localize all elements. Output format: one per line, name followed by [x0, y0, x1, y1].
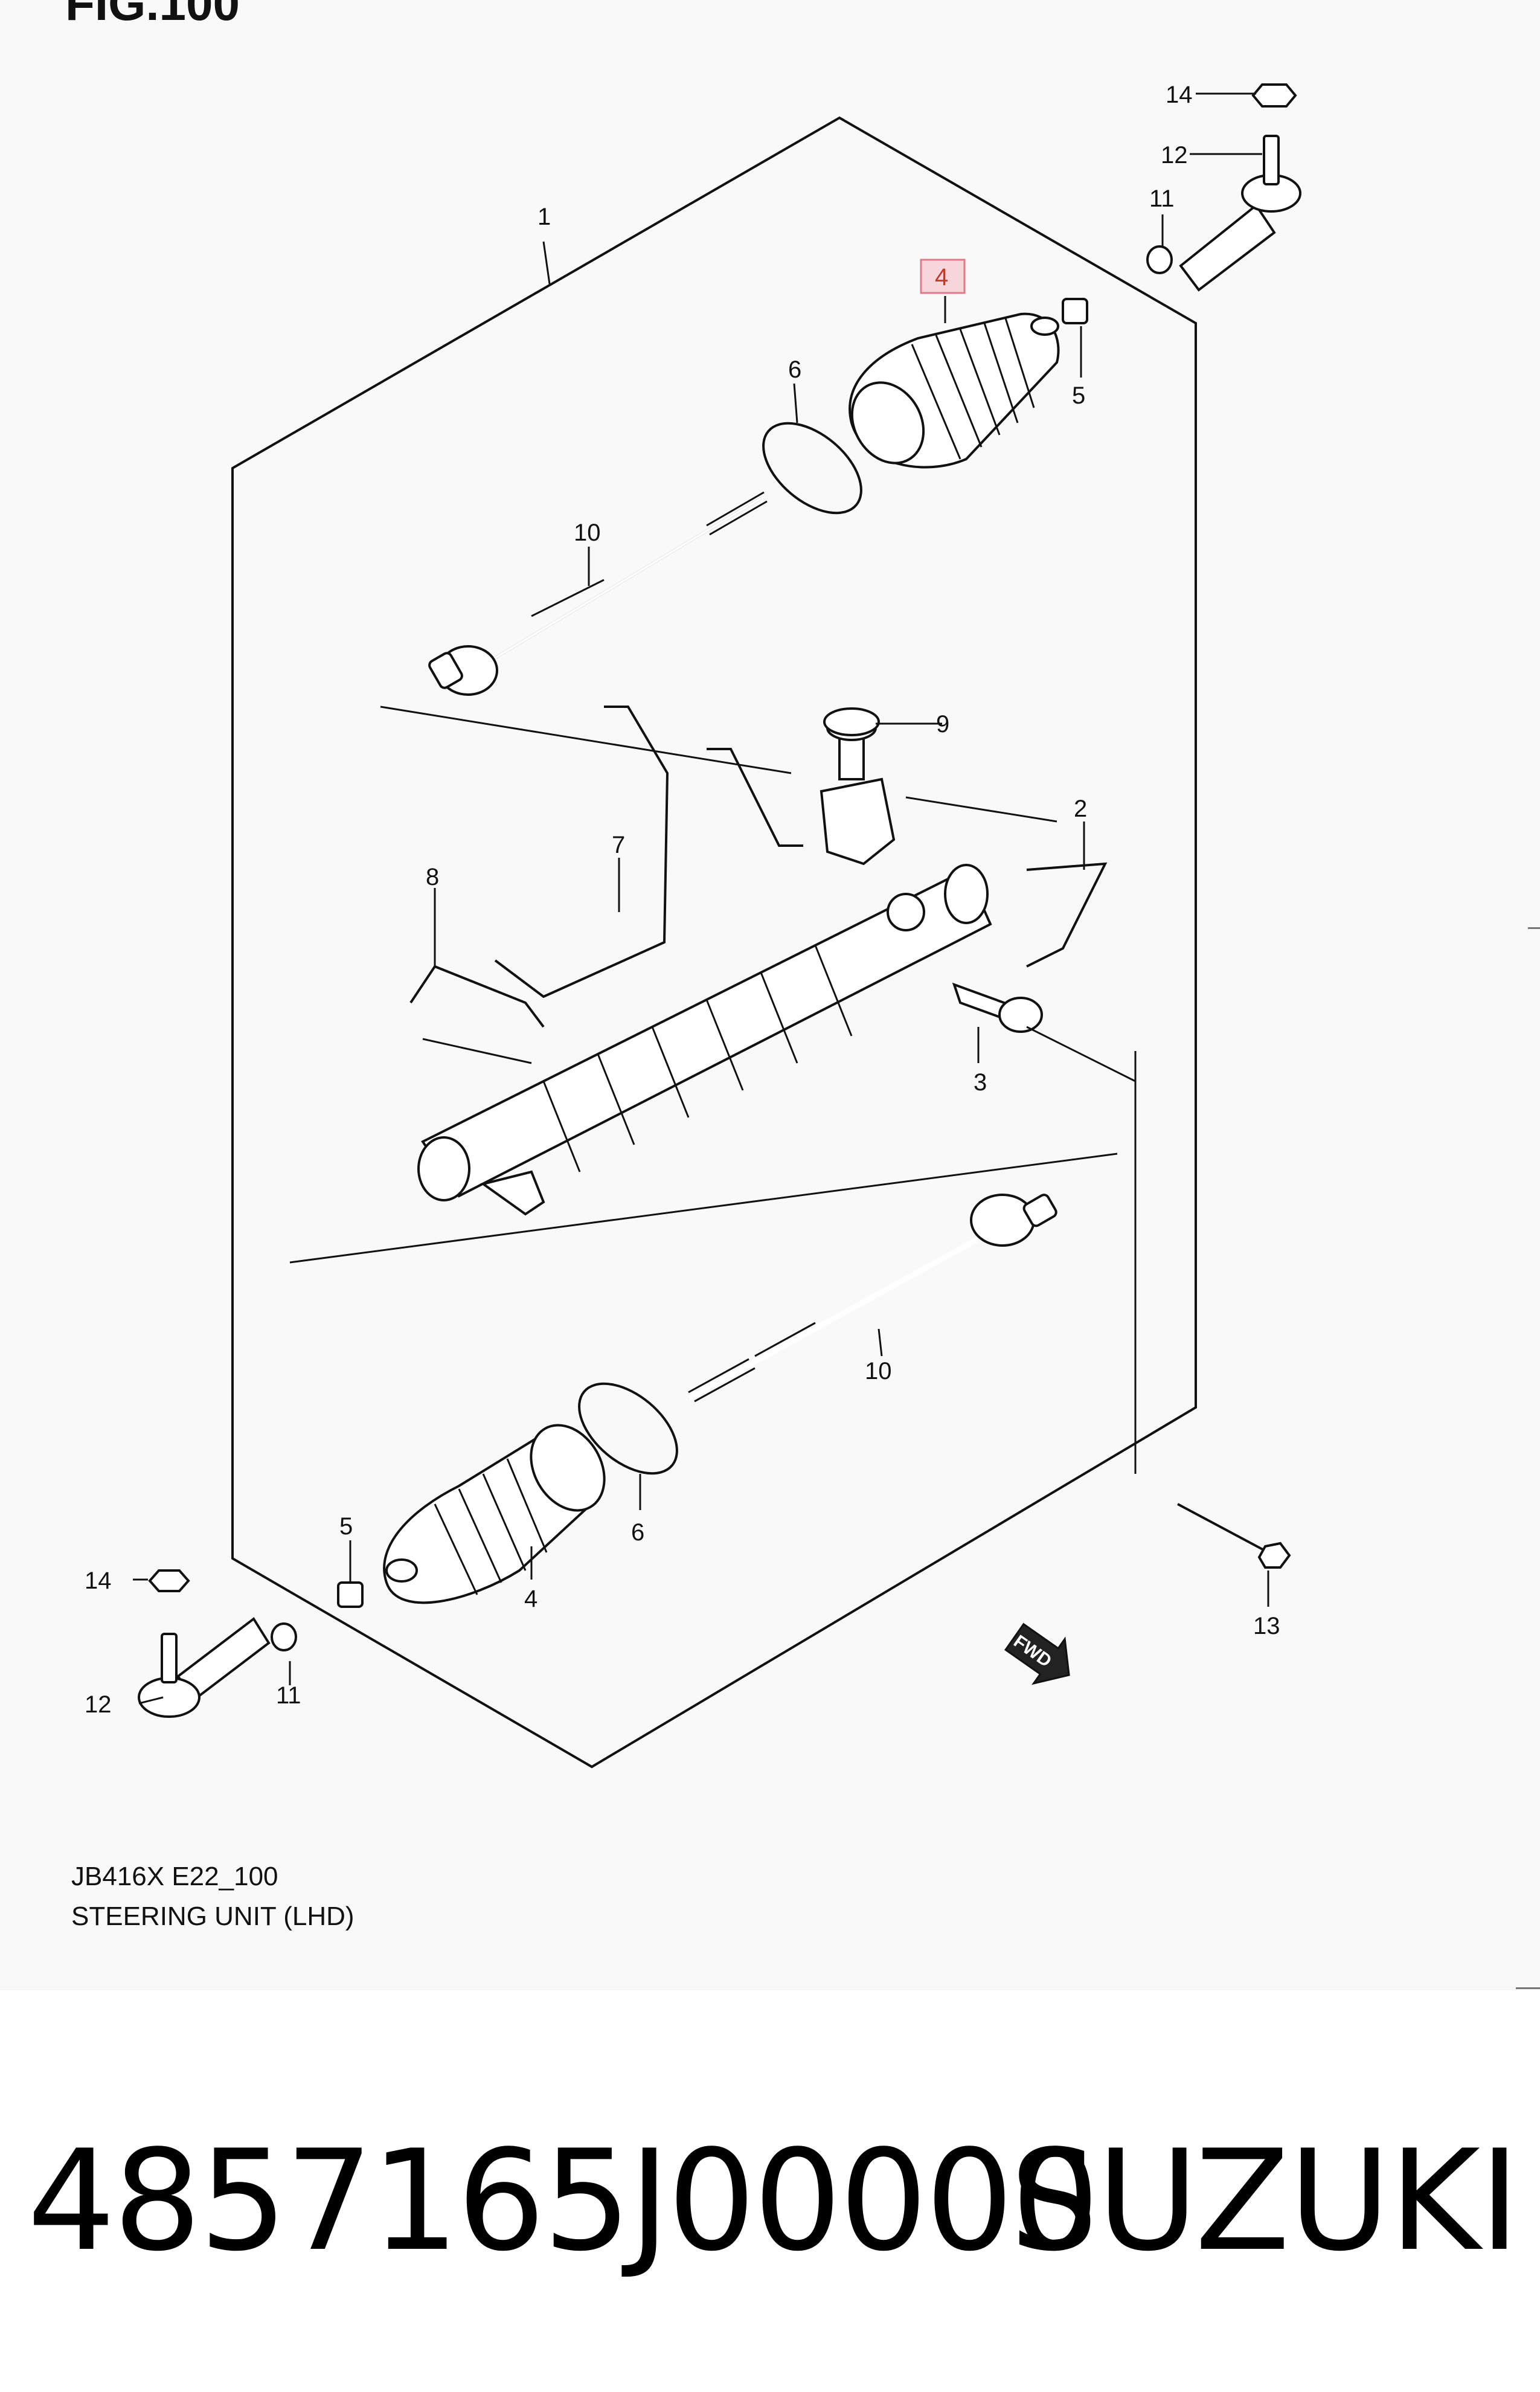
- figure-name: STEERING UNIT (LHD): [71, 1902, 355, 1931]
- highlight-box: [920, 259, 966, 294]
- callout-12-top[interactable]: 12: [1161, 142, 1188, 169]
- callout-11-top[interactable]: 11: [1149, 185, 1175, 212]
- callout-3[interactable]: 3: [974, 1069, 987, 1096]
- callout-7[interactable]: 7: [612, 832, 625, 858]
- callout-1[interactable]: 1: [537, 204, 551, 230]
- pipe-7b: [707, 748, 803, 847]
- nut-14-upper: [1251, 83, 1297, 108]
- callout-14-top[interactable]: 14: [1166, 82, 1193, 108]
- figure-code: JB416X E22_100: [71, 1862, 278, 1891]
- fwd-direction-badge: FWD: [1004, 1622, 1070, 1685]
- callout-14-bottom[interactable]: 14: [85, 1567, 112, 1594]
- callout-4-bottom[interactable]: 4: [524, 1586, 537, 1612]
- locknut-11-lower: [271, 1622, 297, 1651]
- tie-rod-upper: [428, 491, 768, 696]
- assembly-boundary: [231, 116, 1197, 1769]
- diagram-sheet: FIG.100: [65, 0, 1540, 1989]
- tie-rod-end-lower: [138, 1617, 271, 1718]
- seal-9: [823, 707, 880, 736]
- exploded-parts-diagram: FWD 1 4 5 6 10 9 2 7 8 3 10 6 5 4 13 14 …: [85, 82, 1301, 1769]
- nut-14-lower: [148, 1569, 190, 1592]
- callout-10-bottom[interactable]: 10: [865, 1358, 892, 1384]
- callout-12-bottom[interactable]: 12: [85, 1691, 112, 1718]
- callout-6-top[interactable]: 6: [788, 356, 801, 383]
- bushing-3: [952, 982, 1043, 1033]
- callout-13[interactable]: 13: [1253, 1613, 1280, 1639]
- callout-6-bottom[interactable]: 6: [631, 1519, 644, 1546]
- edge-mark-right: [1528, 927, 1540, 929]
- boot-clamp-upper: [762, 422, 862, 515]
- bolt-13: [1177, 1503, 1291, 1569]
- edge-mark-bottom: [1516, 1987, 1540, 1989]
- bellows-boot-lower: [383, 1424, 606, 1604]
- callout-5-bottom[interactable]: 5: [339, 1513, 353, 1540]
- part-number: 4857165J00000: [27, 2121, 1100, 2282]
- callout-8[interactable]: 8: [426, 864, 439, 890]
- pipe-7: [494, 706, 669, 998]
- clip-upper: [1062, 298, 1088, 324]
- footer: 4857165J00000 SUZUKI: [27, 2121, 1520, 2282]
- boot-clamp-lower: [578, 1382, 678, 1475]
- leader-lines: [133, 92, 1269, 1705]
- callout-9[interactable]: 9: [936, 711, 949, 738]
- locknut-11-upper: [1146, 245, 1173, 274]
- callout-4-highlighted[interactable]: 4: [935, 264, 948, 291]
- callout-2[interactable]: 2: [1074, 796, 1087, 822]
- pipe-2: [1026, 862, 1108, 968]
- callout-11-bottom[interactable]: 11: [276, 1682, 301, 1709]
- callout-5-top[interactable]: 5: [1072, 382, 1085, 409]
- rack-housing: [417, 715, 992, 1216]
- tie-rod-lower: [687, 1194, 1057, 1403]
- bellows-boot-upper: [849, 312, 1060, 469]
- tie-rod-end-upper: [1179, 135, 1301, 292]
- figure-title: FIG.100: [65, 0, 240, 30]
- callout-10-top[interactable]: 10: [574, 519, 601, 546]
- brand-name: SUZUKI: [1010, 2121, 1520, 2282]
- clip-lower: [337, 1581, 364, 1608]
- pipe-8: [409, 965, 545, 1028]
